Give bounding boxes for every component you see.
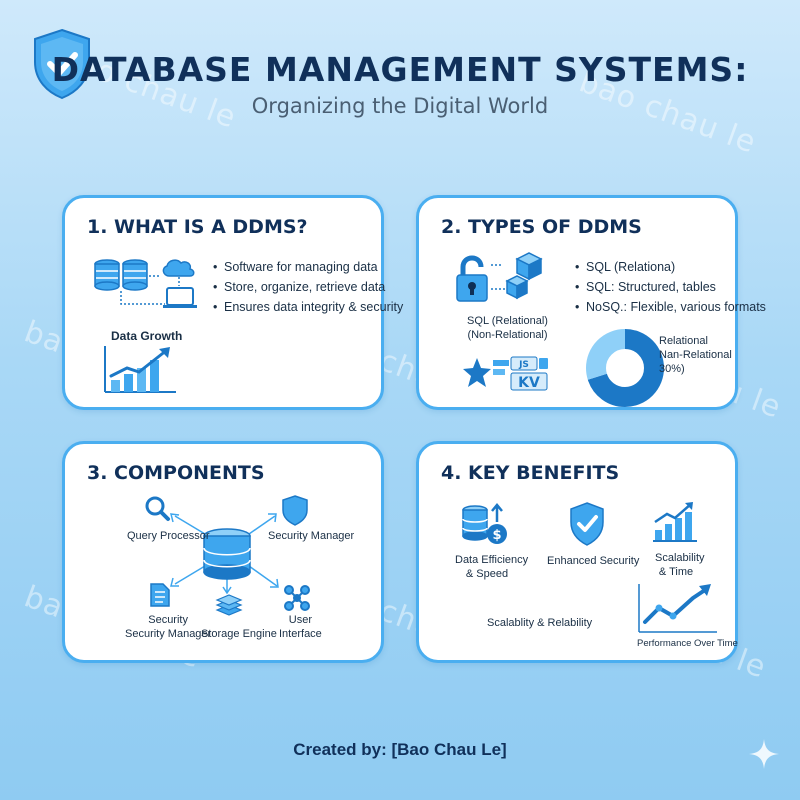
security-manager-label: Security Manager <box>268 530 355 542</box>
layers-stack-icon <box>215 594 243 616</box>
network-nodes-icon <box>284 585 310 611</box>
donut-segment-non-relational <box>586 329 664 407</box>
performance-over-time-label: Performance Over Time <box>637 638 738 649</box>
card-key-benefits: 4. KEY BENEFITS $ Data Efficiency & Spee… <box>416 441 738 663</box>
card-title: 1. WHAT IS A DDMS? <box>87 216 308 238</box>
growth-chart-icon <box>104 346 176 393</box>
bullet: Software for managing data <box>213 260 403 274</box>
growth-chart-icon <box>653 502 697 542</box>
legend-relational: Relational <box>659 335 708 347</box>
components-diagram <box>145 495 310 616</box>
card-components: 3. COMPONENTS <box>62 441 384 663</box>
central-database-icon <box>203 528 251 580</box>
nosql-kv-icon: JS KV <box>463 356 548 391</box>
database-dollar-icon: $ <box>462 503 507 544</box>
search-icon <box>145 496 170 521</box>
card-types-of-ddms: 2. TYPES OF DDMS SQL (Relationa) SQL: St… <box>416 195 766 410</box>
page-subtitle: Organizing the Digital World <box>251 94 549 118</box>
storage-engine-label: Storage Engine <box>201 628 277 640</box>
bullet: SQL: Structured, tables <box>575 280 766 294</box>
sql-label: SQL (Relational) (Non-Relational) <box>467 315 548 341</box>
user-interface-label: User Interface <box>279 614 322 640</box>
database-cloud-network-icon <box>94 259 197 308</box>
card-title: 4. KEY BENEFITS <box>441 462 620 484</box>
bullet: SQL (Relationa) <box>575 260 766 274</box>
bullet: NoSQ.: Flexible, various formats <box>575 300 766 314</box>
svg-text:$: $ <box>492 528 501 543</box>
legend-pct: 30%) <box>659 363 685 375</box>
sparkle-icon <box>749 739 779 769</box>
card-title: 3. COMPONENTS <box>87 462 265 484</box>
donut-legend: Relational Nan-Relational 30%) <box>659 334 732 376</box>
document-icon <box>150 583 170 607</box>
unlock-cube-icon <box>456 252 543 302</box>
card-title: 2. TYPES OF DDMS <box>441 216 642 238</box>
data-growth-label: Data Growth <box>111 329 183 343</box>
what-bullets: Software for managing data Store, organi… <box>213 260 403 320</box>
js-badge: JS <box>518 360 529 370</box>
shield-icon <box>282 495 308 526</box>
card-what-is-ddms: 1. WHAT IS A DDMS? Software for managing… <box>62 195 403 410</box>
bullet: Store, organize, retrieve data <box>213 280 403 294</box>
scalability-reliability-label: Scalablity & Relability <box>487 617 593 629</box>
bullet: Ensures data integrity & security <box>213 300 403 314</box>
security-security-manager-label: Security Security Manager <box>125 614 212 640</box>
enhanced-security-label: Enhanced Security <box>547 555 640 567</box>
data-efficiency-label: Data Efficiency & Speed <box>455 554 529 580</box>
scalability-time-label: Scalability & Time <box>655 552 705 578</box>
performance-line-chart <box>638 584 717 633</box>
kv-badge: KV <box>518 375 540 391</box>
types-bullets: SQL (Relationa) SQL: Structured, tables … <box>575 260 766 320</box>
query-processor-label: Query Processor <box>127 530 210 542</box>
legend-non-relational: Nan-Relational <box>659 349 732 361</box>
shield-check-icon <box>570 502 604 546</box>
footer-credit: Created by: [Bao Chau Le] <box>293 740 507 759</box>
page-title: DATABASE MANAGEMENT SYSTEMS: <box>51 50 749 89</box>
types-donut-chart <box>586 329 664 407</box>
shield-check-icon <box>34 28 90 100</box>
